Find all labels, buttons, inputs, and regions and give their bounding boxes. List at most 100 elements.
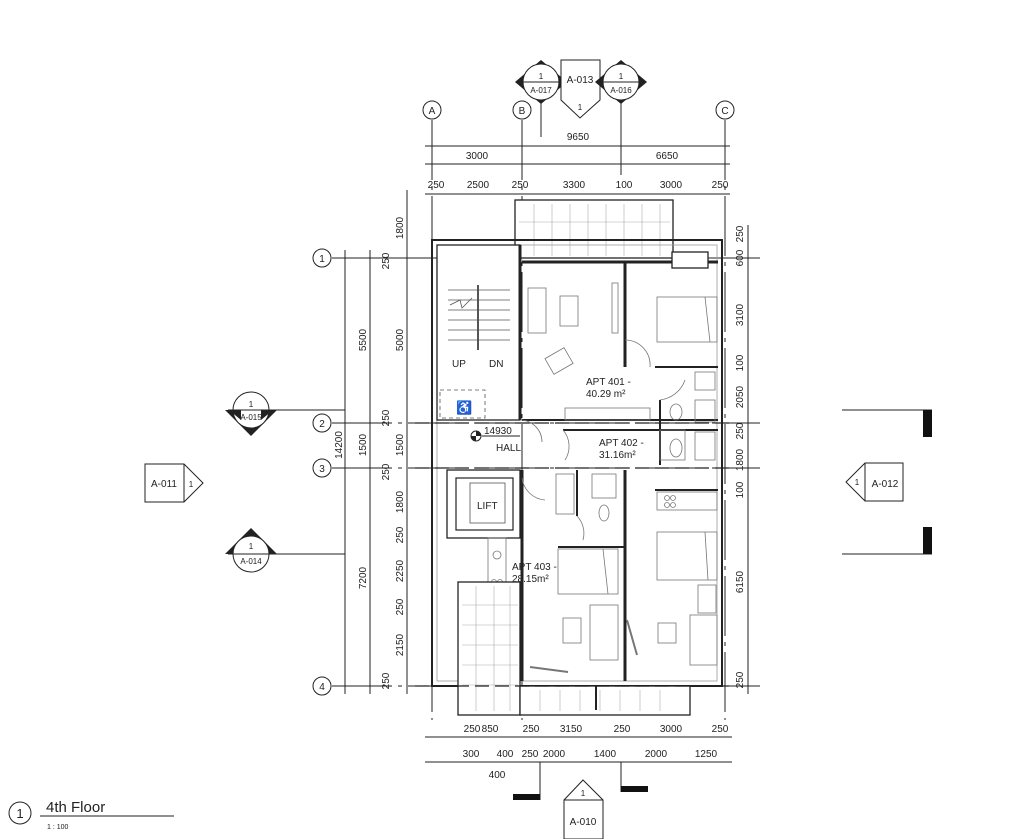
grids-rows-1: 2 (319, 419, 325, 430)
plan-rect (591, 473, 617, 499)
plan-rect (671, 251, 709, 269)
section-marker-a-014[interactable]: 1 A-014 (225, 528, 345, 573)
room-name-apt-403: APT 403 - (512, 562, 557, 573)
plan-path (144, 463, 204, 503)
dims-left-grid-1: 1500 (358, 433, 369, 456)
plan-rect (557, 548, 619, 595)
dims-top-detail-4: 100 (616, 180, 633, 191)
dimensions-left: 14200 5500 1500 7200 1800 250 5000 250 1… (334, 190, 408, 694)
dims-left-detail-5: 250 (381, 463, 392, 480)
plan-g (539, 690, 661, 711)
plan-rect (656, 531, 718, 581)
plan-rect (527, 287, 547, 334)
elevation-marker-a-012[interactable]: A-012 1 (845, 462, 904, 502)
elevation-marker-a-011[interactable]: A-011 1 (144, 463, 204, 503)
section-marker-a-015[interactable]: 1 A-015 (225, 391, 345, 436)
dims-top-grid-1: 6650 (656, 151, 679, 162)
dims-top-total: 9650 (567, 132, 590, 143)
markers-top-right-num: 1 (619, 72, 624, 81)
dimensions-top: 9650 3000 6650 250 2500 250 3300 100 300… (425, 132, 730, 195)
plan-path (519, 419, 543, 443)
plan-circle (664, 495, 670, 501)
plan-polygon (229, 410, 241, 420)
elevation-marker-a-010[interactable]: 1 A-010 (563, 779, 604, 839)
plan-path (471, 431, 481, 441)
plan-rect (694, 399, 716, 423)
lift-label: LIFT (477, 501, 498, 512)
plan-rect (469, 482, 506, 524)
section-line-right (842, 409, 932, 555)
dims-left-detail-11: 250 (381, 672, 392, 689)
dims-right-detail-7: 100 (735, 481, 746, 498)
section-marker-a-017[interactable]: 1 A-017 (515, 60, 567, 137)
dims-top-detail-2: 250 (512, 180, 529, 191)
plan-rect (513, 794, 540, 800)
dims-bottom-row2-3: 2000 (543, 749, 566, 760)
plan-rect (697, 584, 717, 614)
markers-left-box-sheet: A-011 (151, 479, 177, 490)
dims-right-detail-4: 2050 (735, 385, 746, 408)
dims-top-detail-5: 3000 (660, 180, 683, 191)
plan-g (462, 586, 518, 711)
dims-bottom-row2-4: 1400 (594, 749, 617, 760)
plan-g (626, 429, 718, 666)
plan-rect (694, 371, 716, 391)
dims-left-detail-2: 5000 (395, 328, 406, 351)
plan-circle (312, 413, 332, 433)
section-marker-a-016[interactable]: 1 A-016 (595, 60, 647, 175)
plan-path (659, 379, 686, 401)
plan-line (529, 666, 569, 673)
plan-path (624, 339, 651, 368)
plan-path (845, 462, 904, 502)
dims-right-detail-1: 600 (735, 249, 746, 266)
section-line-bottom (513, 762, 648, 800)
grid-bubble-2: 2 (312, 413, 332, 433)
grids-cols-0: A (429, 106, 436, 117)
plan-line (704, 296, 711, 343)
grids-rows-0: 1 (319, 254, 325, 265)
dims-left-grid-0: 5500 (358, 328, 369, 351)
hall-label: HALL (496, 443, 521, 454)
dims-bottom-row1-6: 250 (712, 724, 729, 735)
plan-circle (312, 248, 332, 268)
plan-rect (555, 473, 575, 515)
grid-bubble-4: 4 (312, 676, 332, 696)
plan-rect (621, 786, 648, 792)
plan-path (576, 515, 585, 541)
plan-rect (589, 604, 619, 661)
room-area-apt-403: 28.15m² (512, 574, 549, 585)
dimensions-bottom: 250 850 250 3150 250 3000 250 300 400 25… (425, 724, 732, 781)
room-name-apt-402: APT 402 - (599, 438, 644, 449)
view-scale: 1 : 100 (47, 824, 69, 831)
markers-top-left-sheet: A-017 (530, 86, 552, 95)
top-balcony (514, 199, 674, 259)
markers-bottom-box-sheet: A-010 (570, 817, 597, 828)
dims-right-detail-5: 250 (735, 422, 746, 439)
markers-top-left-num: 1 (539, 72, 544, 81)
dims-bottom-row2-1: 400 (497, 749, 514, 760)
dims-bottom-row2-2: 250 (522, 749, 539, 760)
room-area-apt-401: 40.29 m² (586, 389, 626, 400)
view-title: 1 4th Floor 1 : 100 (8, 799, 174, 831)
dims-bottom-extra: 400 (489, 770, 506, 781)
grids-rows-3: 4 (319, 682, 325, 693)
dims-top-detail-1: 2500 (467, 180, 490, 191)
dims-top-detail-0: 250 (428, 180, 445, 191)
grid-bubble-b: B (512, 100, 532, 120)
grid-bubble-a: A (422, 100, 442, 120)
dims-bottom-row1-2: 250 (523, 724, 540, 735)
hall-level: 14930 (484, 426, 512, 437)
dims-left-detail-4: 1500 (395, 433, 406, 456)
plan-rect (436, 244, 718, 682)
markers-right-box-num: 1 (855, 478, 860, 487)
markers-top-box-num: 1 (578, 103, 583, 112)
dims-bottom-row1-5: 3000 (660, 724, 683, 735)
grid-bubble-c: C (715, 100, 735, 120)
elevation-marker-a-013[interactable]: A-013 1 (560, 59, 601, 119)
dims-left-detail-0: 1800 (395, 216, 406, 239)
markers-left-lower-sheet: A-014 (240, 557, 262, 566)
dims-right-detail-6: 1800 (735, 448, 746, 471)
dims-top-detail-6: 250 (712, 180, 729, 191)
grids-cols-2: C (721, 106, 728, 117)
